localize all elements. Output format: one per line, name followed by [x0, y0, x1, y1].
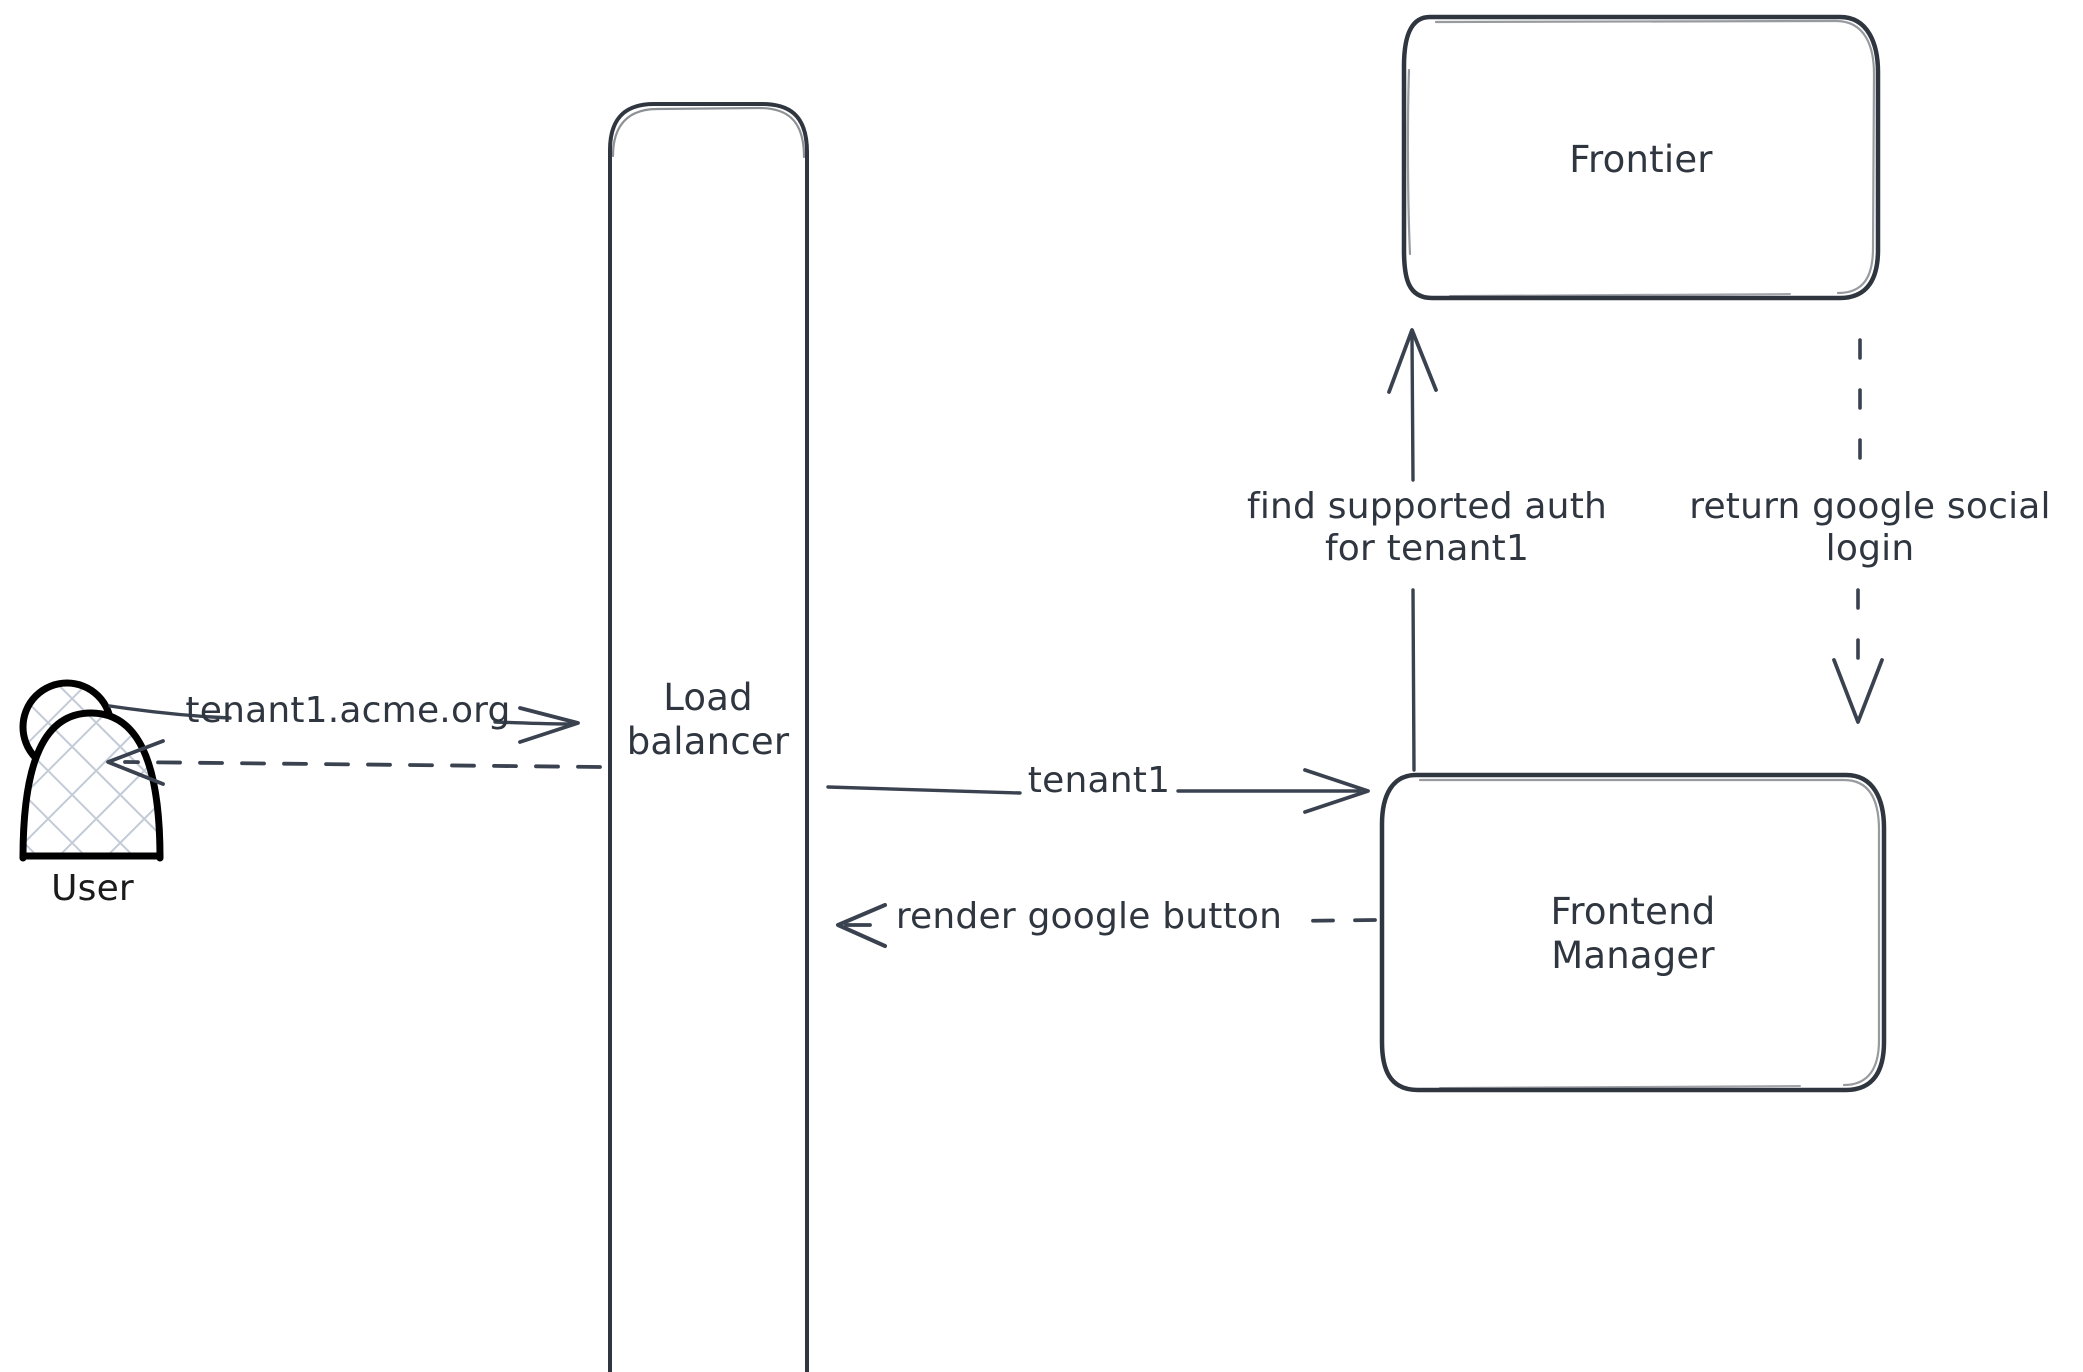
edge-label-frontier-to-fm-line1: return google social [1689, 486, 2051, 527]
frontier-shape[interactable] [1401, 14, 1881, 301]
node-label-load-balancer-line2: balancer [626, 719, 790, 763]
node-label-load-balancer-line1: Load [663, 676, 753, 719]
edge-label-fm-to-frontier-line1: find supported auth [1246, 486, 1608, 527]
edge-label-lb-to-fm: tenant1 [1027, 760, 1171, 801]
edge-user-to-lb [108, 704, 580, 744]
edge-label-frontier-to-fm-line2: login [1825, 528, 1915, 570]
edge-label-user-to-lb: tenant1.acme.org [185, 690, 511, 731]
edge-fm-to-lb [836, 903, 1377, 948]
edge-frontier-to-fm [1832, 338, 1884, 724]
edge-fm-to-frontier [1387, 328, 1438, 772]
frontend-manager-shape[interactable] [1379, 772, 1887, 1093]
edge-lb-to-user [106, 739, 602, 786]
actor-label-user: User [51, 868, 134, 909]
edge-label-fm-to-frontier-line2: for tenant1 [1324, 528, 1530, 570]
node-label-frontend-manager-line1: Frontend [1550, 890, 1716, 933]
person-icon [19, 679, 164, 862]
edge-label-fm-to-lb: render google button [895, 896, 1283, 937]
node-label-frontier: Frontier [1569, 138, 1713, 181]
node-label-frontend-manager-line2: Manager [1551, 933, 1715, 977]
load-balancer-shape[interactable] [608, 102, 809, 1372]
edge-lb-to-fm [826, 768, 1370, 814]
